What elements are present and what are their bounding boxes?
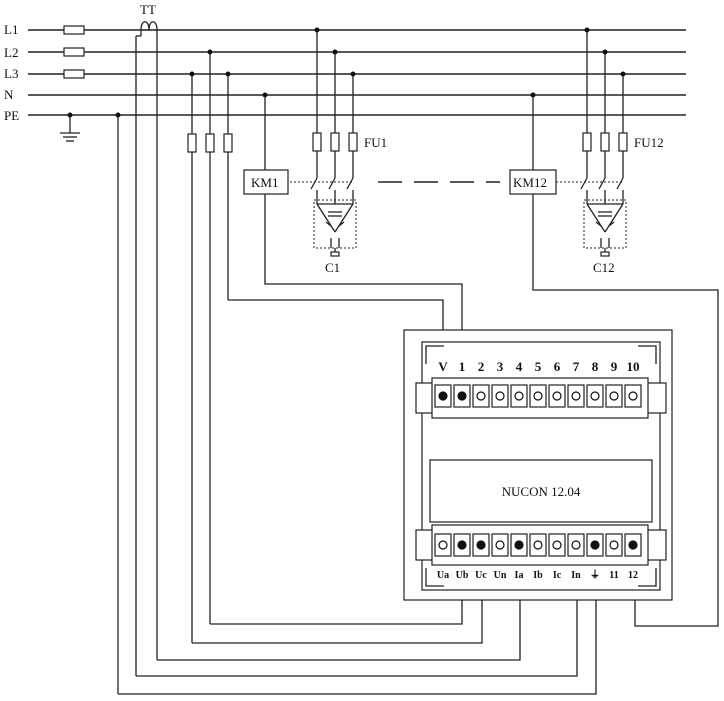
- bottom-terminal-screw: [495, 540, 505, 550]
- bottom-terminals: Ua Ub Uc Un Ia Ib Ic In ⏚ 11 12: [434, 533, 642, 581]
- bottom-terminal-screw: [552, 540, 562, 550]
- top-terminal-label: 10: [627, 359, 640, 374]
- contactor-km1: [243, 92, 289, 195]
- bottom-terminal-screw: [514, 540, 524, 550]
- bottom-terminal-label: 11: [609, 570, 618, 581]
- top-terminal-screw: [533, 391, 543, 401]
- top-terminal-screw: [552, 391, 562, 401]
- bottom-terminal-label: Ic: [553, 570, 562, 581]
- bottom-terminal-label: ⏚: [590, 569, 600, 581]
- top-terminal-label: 6: [554, 359, 561, 374]
- fuse-label-first: FU1: [364, 135, 387, 150]
- bottom-terminal-label: Uc: [475, 570, 487, 581]
- top-terminal-screw: [438, 391, 448, 401]
- bottom-terminal-label: Ia: [515, 570, 524, 581]
- current-transformer: [135, 21, 158, 676]
- bottom-terminal-screw: [609, 540, 619, 550]
- bottom-terminal-label: Ub: [456, 570, 469, 581]
- top-terminal-screw: [514, 391, 524, 401]
- bottom-terminal-screw: [457, 540, 467, 550]
- top-terminal-screw: [495, 391, 505, 401]
- top-terminal-screw: [571, 391, 581, 401]
- main-fuses: [63, 25, 85, 79]
- top-terminal-screw: [628, 391, 638, 401]
- bottom-terminal-screw: [628, 540, 638, 550]
- top-terminal-label: V: [438, 359, 448, 374]
- contactor-label-first: KM1: [251, 175, 278, 190]
- bus-label-n: N: [4, 87, 14, 102]
- top-terminal-screw: [457, 391, 467, 401]
- bottom-terminal-screw: [533, 540, 543, 550]
- bottom-terminal-label: Un: [494, 570, 507, 581]
- bus-label-pe: PE: [4, 108, 19, 123]
- device-name: NUCON 12.04: [502, 484, 581, 499]
- transformer-label: TT: [140, 2, 156, 17]
- top-terminal-label: 5: [535, 359, 542, 374]
- bottom-terminal-screw: [571, 540, 581, 550]
- top-terminal-label: 8: [592, 359, 599, 374]
- bottom-terminal-label: Ib: [533, 570, 543, 581]
- top-terminal-screw: [609, 391, 619, 401]
- contactor-label-last: KM12: [513, 175, 547, 190]
- top-terminal-label: 1: [459, 359, 466, 374]
- earth-symbol: [60, 112, 80, 142]
- bus-label-l1: L1: [4, 22, 18, 37]
- bottom-terminal-label: In: [571, 570, 581, 581]
- top-terminal-label: 9: [611, 359, 618, 374]
- bottom-terminal-label: 12: [628, 570, 638, 581]
- bus-bars: [28, 29, 686, 116]
- capacitor-label-last: C12: [593, 260, 615, 275]
- bus-label-l3: L3: [4, 66, 18, 81]
- bus-label-l2: L2: [4, 45, 18, 60]
- step-12-group: [556, 27, 628, 257]
- fuse-label-last: FU12: [634, 135, 664, 150]
- contactor-km12: [509, 92, 557, 195]
- top-terminal-label: 7: [573, 359, 580, 374]
- top-terminal-label: 4: [516, 359, 523, 374]
- top-terminal-screw: [476, 391, 486, 401]
- top-terminal-label: 2: [478, 359, 485, 374]
- bottom-terminal-label: Ua: [437, 570, 449, 581]
- pe-return-wire: [115, 112, 121, 694]
- top-terminal-label: 3: [497, 359, 504, 374]
- capacitor-label-first: C1: [325, 260, 340, 275]
- bottom-terminal-screw: [438, 540, 448, 550]
- top-terminal-screw: [590, 391, 600, 401]
- step-1-group: [290, 27, 358, 257]
- bottom-terminal-screw: [590, 540, 600, 550]
- voltage-tap-fuses: [187, 49, 233, 643]
- bottom-terminal-screw: [476, 540, 486, 550]
